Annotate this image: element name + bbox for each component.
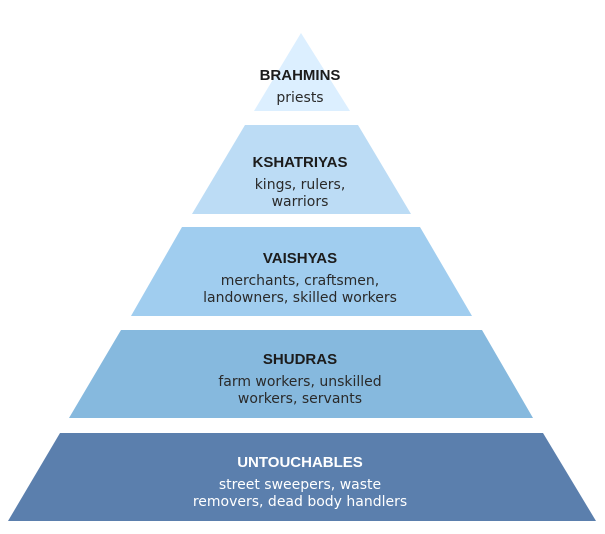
tier-description-line: farm workers, unskilled xyxy=(218,374,381,390)
tier-title: VAISHYAS xyxy=(263,250,337,267)
tier-description-line: street sweepers, waste xyxy=(219,477,381,493)
tier-shape xyxy=(192,125,411,214)
tier-untouchables: UNTOUCHABLES street sweepers, waste remo… xyxy=(8,433,596,521)
tier-title: KSHATRIYAS xyxy=(252,154,347,171)
tier-shape xyxy=(69,330,533,418)
tier-shape xyxy=(131,227,472,316)
tier-description-line: kings, rulers, xyxy=(255,177,346,193)
tier-title: BRAHMINS xyxy=(260,67,341,84)
tier-shape xyxy=(254,33,350,111)
tier-description-line: workers, servants xyxy=(238,391,362,407)
tier-kshatriyas: KSHATRIYAS kings, rulers, warriors xyxy=(192,125,411,214)
tier-brahmins: BRAHMINS priests xyxy=(254,33,350,111)
tier-title: SHUDRAS xyxy=(263,351,337,368)
tier-description-line: merchants, craftsmen, xyxy=(221,273,379,289)
tier-description-line: warriors xyxy=(272,194,329,210)
tier-shape xyxy=(8,433,596,521)
tier-vaishyas: VAISHYAS merchants, craftsmen, landowner… xyxy=(131,227,472,316)
tier-title: UNTOUCHABLES xyxy=(237,454,363,471)
tier-description: priests xyxy=(276,90,323,106)
tier-shudras: SHUDRAS farm workers, unskilled workers,… xyxy=(69,330,533,418)
tier-description-line: removers, dead body handlers xyxy=(193,494,407,510)
tier-description-line: landowners, skilled workers xyxy=(203,290,397,306)
